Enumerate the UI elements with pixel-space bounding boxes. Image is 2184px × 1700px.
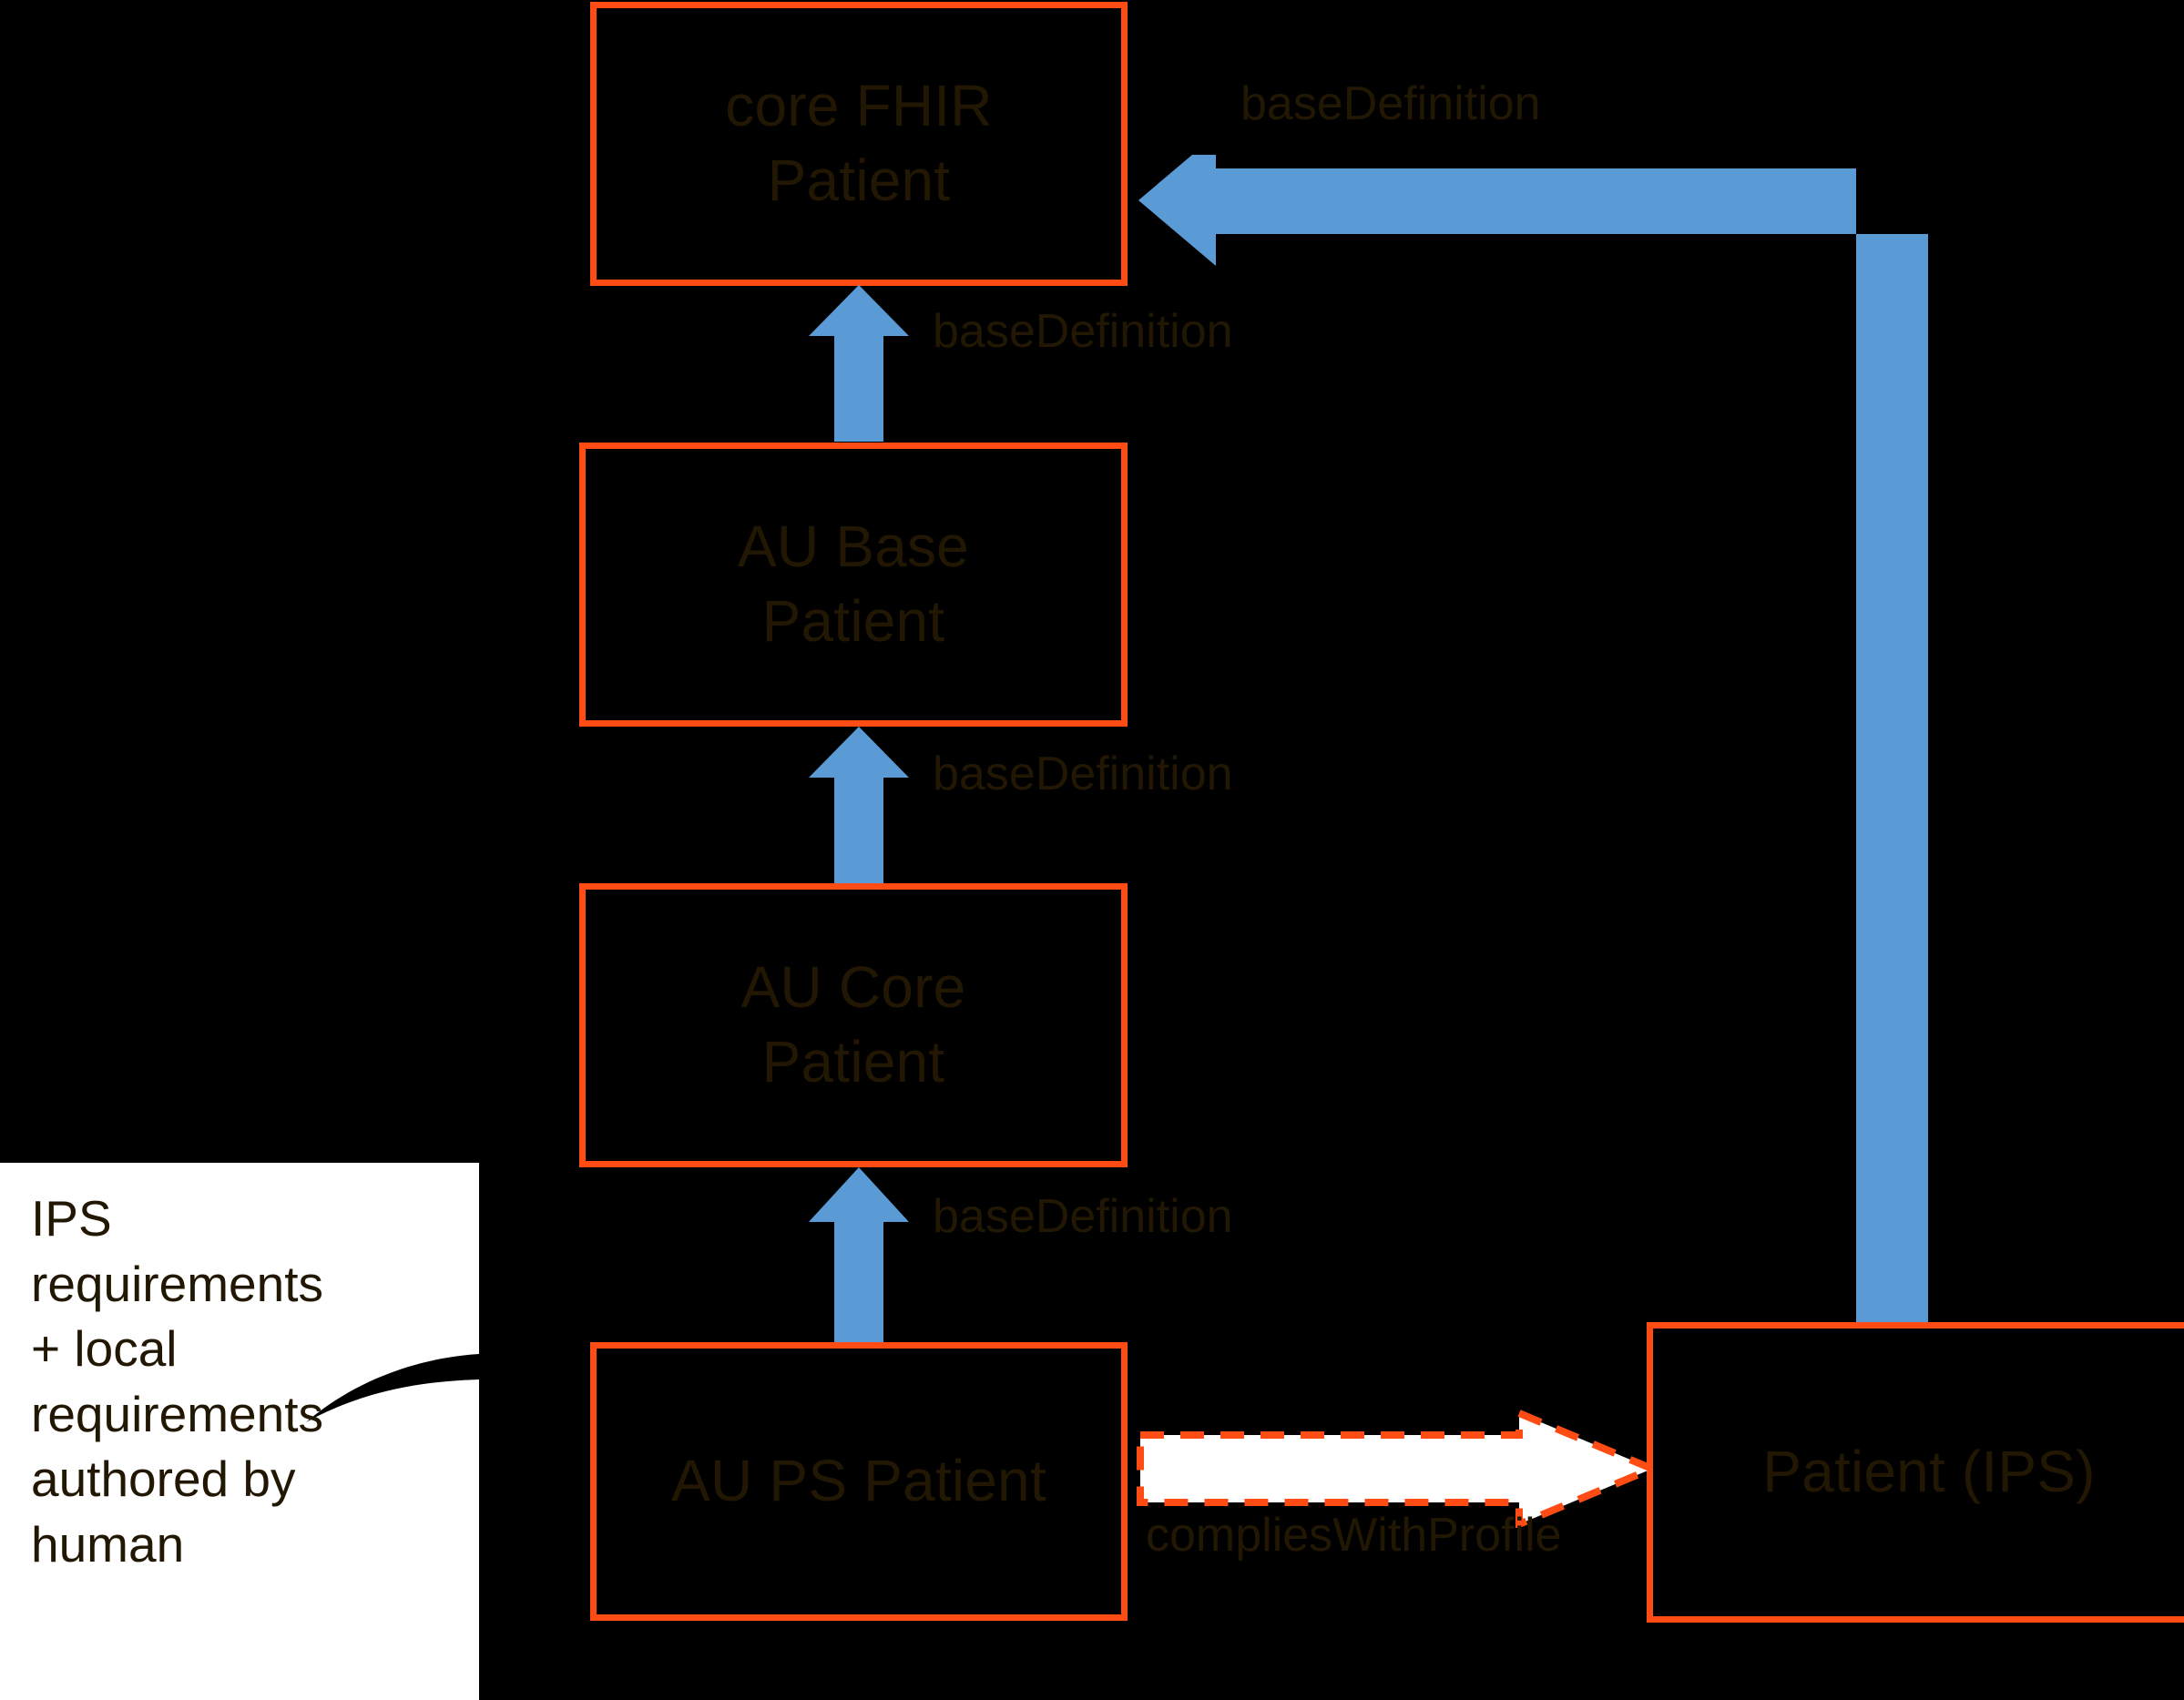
node-au-core-patient-label: AU Core Patient: [740, 954, 966, 1094]
callout-text: IPS requirements + local requirements au…: [31, 1190, 323, 1573]
node-au-base-patient-label: AU Base Patient: [738, 514, 969, 654]
edge-label-base-definition-1: baseDefinition: [933, 305, 1233, 358]
base-definition-arrow-au-base-to-core-fhir: [809, 285, 909, 442]
node-au-ps-patient[interactable]: AU PS Patient: [590, 1342, 1128, 1621]
edge-label-complies-with-profile: compliesWithProfile: [1146, 1509, 1562, 1562]
node-patient-ips[interactable]: Patient (IPS): [1647, 1322, 2184, 1623]
base-definition-arrow-au-ps-to-au-core: [809, 1167, 909, 1342]
node-core-fhir-patient[interactable]: core FHIR Patient: [590, 2, 1128, 286]
node-au-base-patient[interactable]: AU Base Patient: [579, 443, 1128, 727]
edge-label-base-definition-top: baseDefinition: [1240, 77, 1541, 130]
callout-ips-requirements: IPS requirements + local requirements au…: [0, 1163, 479, 1700]
node-au-ps-patient-label: AU PS Patient: [671, 1448, 1046, 1514]
node-au-core-patient[interactable]: AU Core Patient: [579, 883, 1128, 1167]
node-patient-ips-label: Patient (IPS): [1762, 1439, 2096, 1505]
base-definition-arrow-au-core-to-au-base: [809, 727, 909, 883]
complies-with-profile-arrow: [1137, 1410, 1656, 1528]
edge-label-base-definition-3: baseDefinition: [933, 1190, 1233, 1243]
edge-label-base-definition-2: baseDefinition: [933, 748, 1233, 800]
node-core-fhir-patient-label: core FHIR Patient: [725, 73, 993, 213]
base-definition-elbow-arrow: [1129, 155, 1940, 1329]
